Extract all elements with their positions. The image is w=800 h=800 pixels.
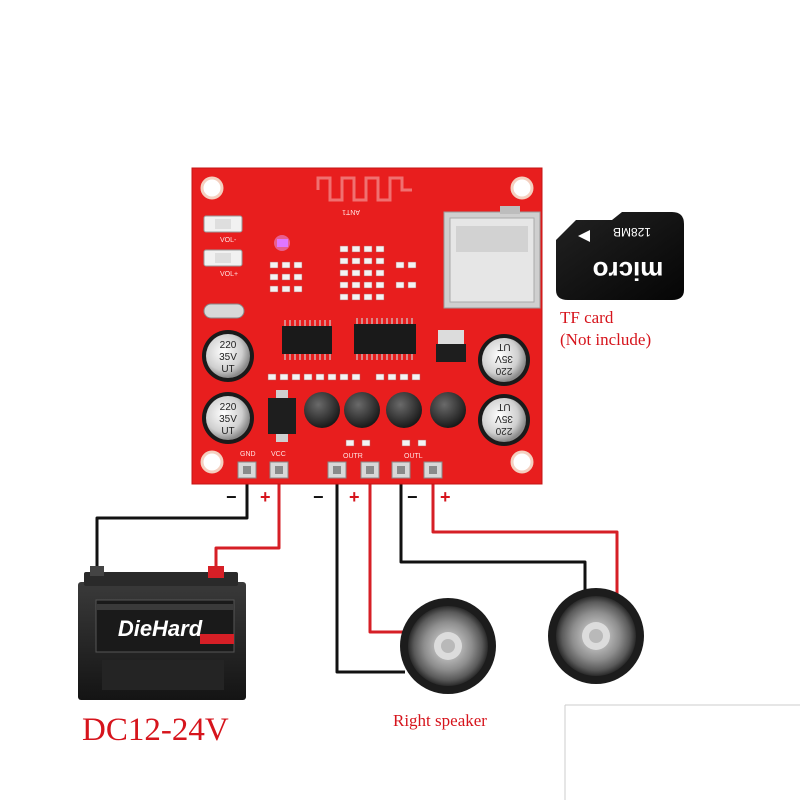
right-speaker-label: Right speaker bbox=[393, 711, 487, 730]
terminal-label-outr: OUTR bbox=[343, 453, 363, 460]
tf-card-label: TF card bbox=[560, 308, 614, 327]
vol-plus-button[interactable] bbox=[203, 249, 243, 267]
sd-capacity: 128MB bbox=[613, 225, 651, 239]
svg-text:35V: 35V bbox=[495, 353, 513, 364]
mount-hole bbox=[510, 176, 534, 200]
amplifier-board: ANT1 VOL- VOL+ bbox=[191, 167, 543, 485]
svg-text:220: 220 bbox=[495, 365, 512, 376]
outr-plus-sign: + bbox=[349, 487, 360, 507]
outr-minus-sign: − bbox=[313, 487, 324, 507]
solder-pads bbox=[237, 461, 443, 479]
capacitor-bottom-left: 220 35V UT bbox=[202, 392, 254, 444]
mount-hole bbox=[510, 450, 534, 474]
capacitor-top-right: 220 35V UT bbox=[478, 334, 530, 386]
battery-positive-terminal bbox=[208, 566, 224, 578]
diode bbox=[268, 390, 296, 442]
ic-chip-right bbox=[354, 318, 416, 360]
svg-text:35V: 35V bbox=[219, 352, 237, 363]
ic-chip-left bbox=[282, 320, 332, 360]
outl-positive-wire bbox=[431, 472, 619, 600]
svg-text:UT: UT bbox=[497, 401, 510, 412]
gnd-wire bbox=[95, 472, 249, 572]
gnd-minus-sign: − bbox=[226, 487, 237, 507]
outl-negative-wire bbox=[399, 472, 587, 600]
svg-text:220: 220 bbox=[220, 340, 237, 351]
capacitor-bottom-right: 220 35V UT bbox=[478, 394, 530, 446]
smd-components bbox=[267, 245, 427, 447]
vcc-wire bbox=[214, 472, 281, 575]
svg-text:220: 220 bbox=[495, 425, 512, 436]
mount-hole bbox=[200, 176, 224, 200]
voltage-regulator bbox=[436, 330, 466, 362]
antenna-label: ANT1 bbox=[342, 208, 360, 215]
terminal-label-vcc: VCC bbox=[271, 451, 286, 458]
status-led-glow bbox=[274, 235, 290, 251]
power-voltage-label: DC12-24V bbox=[82, 712, 229, 748]
svg-text:35V: 35V bbox=[219, 414, 237, 425]
sd-logo: micro bbox=[593, 256, 664, 286]
inductor bbox=[344, 392, 380, 428]
outr-negative-wire bbox=[335, 472, 405, 674]
left-speaker bbox=[548, 588, 644, 684]
crystal bbox=[203, 303, 245, 319]
inductor bbox=[386, 392, 422, 428]
sd-arrow-icon bbox=[578, 230, 590, 242]
sd-card-slot bbox=[443, 206, 541, 309]
vol-plus-label: VOL+ bbox=[220, 271, 238, 278]
svg-text:UT: UT bbox=[221, 426, 234, 437]
wires bbox=[95, 472, 619, 674]
frame-line bbox=[564, 704, 800, 800]
svg-text:UT: UT bbox=[221, 364, 234, 375]
outr-positive-wire bbox=[368, 472, 405, 634]
svg-text:220: 220 bbox=[220, 402, 237, 413]
outl-plus-sign: + bbox=[440, 487, 451, 507]
outl-minus-sign: − bbox=[407, 487, 418, 507]
right-speaker bbox=[400, 598, 496, 694]
battery: DieHard bbox=[78, 566, 246, 700]
vol-minus-button[interactable] bbox=[203, 215, 243, 233]
battery-brand: DieHard bbox=[118, 616, 203, 641]
terminal-label-gnd: GND bbox=[240, 451, 256, 458]
inductor bbox=[304, 392, 340, 428]
terminal-label-outl: OUTL bbox=[404, 453, 423, 460]
svg-text:UT: UT bbox=[497, 341, 510, 352]
tf-card-note: (Not include) bbox=[560, 330, 652, 349]
micro-sd-card: 128MB micro bbox=[556, 212, 684, 300]
vcc-plus-sign: + bbox=[260, 487, 271, 507]
mount-hole bbox=[200, 450, 224, 474]
svg-text:35V: 35V bbox=[495, 413, 513, 424]
capacitor-top-left: 220 35V UT bbox=[202, 330, 254, 382]
antenna-trace bbox=[316, 176, 412, 202]
inductor bbox=[430, 392, 466, 428]
vol-minus-label: VOL- bbox=[220, 237, 237, 244]
